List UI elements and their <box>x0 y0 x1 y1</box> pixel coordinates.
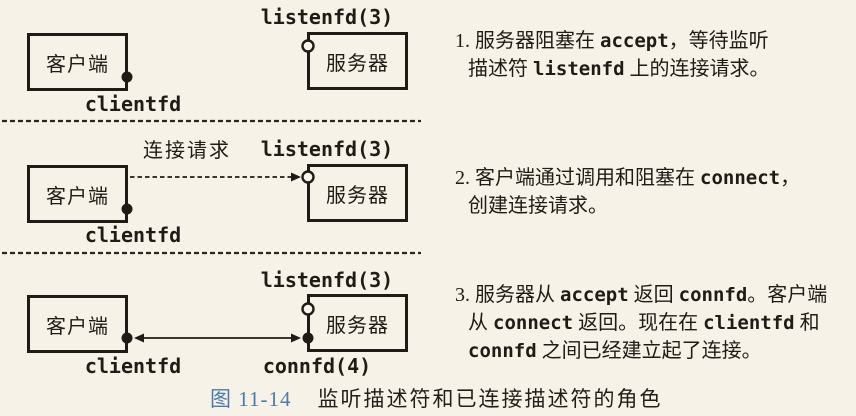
note-3: 3. 服务器从 accept 返回 connfd。客户端从 connect 返回… <box>455 281 827 365</box>
note-line: 2. 客户端通过调用和阻塞在 connect， <box>455 164 800 192</box>
client-label: 客户端 <box>46 315 109 338</box>
clientfd-label-panel3: clientfd <box>84 354 182 378</box>
note-line: 1. 服务器阻塞在 accept，等待监听 <box>455 27 770 55</box>
note-text: 2. 客户端通过调用和阻塞在 <box>455 167 700 189</box>
client-box-panel1: 客户端 <box>27 33 128 91</box>
figure-caption: 图 11-14 监听描述符和已连接描述符的角色 <box>210 383 662 413</box>
clientfd-label-panel1: clientfd <box>84 92 182 116</box>
note-line: connfd 之间已经建立起了连接。 <box>455 337 827 365</box>
code-term: connfd <box>468 340 537 362</box>
note-text: 返回。现在在 <box>573 312 704 334</box>
connection-request-label: 连接请求 <box>143 140 231 162</box>
connection-arrow-left-icon <box>134 333 144 343</box>
listenfd-label-panel2: listenfd(3) <box>260 137 394 161</box>
client-box-panel3: 客户端 <box>27 295 128 353</box>
note-line: 描述符 listenfd 上的连接请求。 <box>455 55 770 83</box>
client-box-panel2: 客户端 <box>27 165 128 223</box>
note-text: 创建连接请求。 <box>468 195 608 217</box>
connection-arrow-right-icon <box>291 333 301 343</box>
note-2: 2. 客户端通过调用和阻塞在 connect， 创建连接请求。 <box>455 164 800 220</box>
code-term: connect <box>700 167 781 189</box>
note-text: ， <box>780 167 801 189</box>
listenfd-label-panel3: listenfd(3) <box>260 268 394 292</box>
client-label: 客户端 <box>46 185 109 208</box>
server-box-panel3: 服务器 <box>307 294 408 352</box>
server-box-panel1: 服务器 <box>307 32 408 90</box>
figure-title: 监听描述符和已连接描述符的角色 <box>317 387 663 411</box>
note-text: 返回 <box>628 284 679 306</box>
listenfd-label-panel1: listenfd(3) <box>260 5 394 29</box>
code-term: connect <box>493 312 574 334</box>
note-text: 和 <box>794 312 820 334</box>
code-term: listenfd <box>533 58 625 80</box>
note-text: 3. 服务器从 <box>455 284 560 306</box>
figure-number: 图 11-14 <box>210 387 292 411</box>
note-text: 之间已经建立起了连接。 <box>536 340 762 362</box>
code-term: clientfd <box>703 312 795 334</box>
server-box-panel2: 服务器 <box>307 164 408 222</box>
connfd-label-panel3: connfd(4) <box>262 354 372 378</box>
note-text: 上的连接请求。 <box>624 58 770 80</box>
server-label: 服务器 <box>326 52 389 75</box>
note-text: 。客户端 <box>747 284 828 306</box>
note-text: 描述符 <box>468 58 533 80</box>
code-term: accept <box>600 30 669 52</box>
server-label: 服务器 <box>326 314 389 337</box>
note-line: 创建连接请求。 <box>455 192 800 220</box>
client-label: 客户端 <box>46 53 109 76</box>
note-line: 3. 服务器从 accept 返回 connfd。客户端 <box>455 281 827 309</box>
server-label: 服务器 <box>326 184 389 207</box>
note-text: 从 <box>468 312 493 334</box>
note-line: 从 connect 返回。现在在 clientfd 和 <box>455 309 827 337</box>
code-term: connfd <box>678 284 748 306</box>
clientfd-label-panel2: clientfd <box>84 223 182 247</box>
note-1: 1. 服务器阻塞在 accept，等待监听描述符 listenfd 上的连接请求… <box>455 27 770 83</box>
request-arrow-head-icon <box>291 172 301 182</box>
note-text: ，等待监听 <box>668 30 769 52</box>
code-term: accept <box>560 284 629 306</box>
note-text: 1. 服务器阻塞在 <box>455 30 600 52</box>
